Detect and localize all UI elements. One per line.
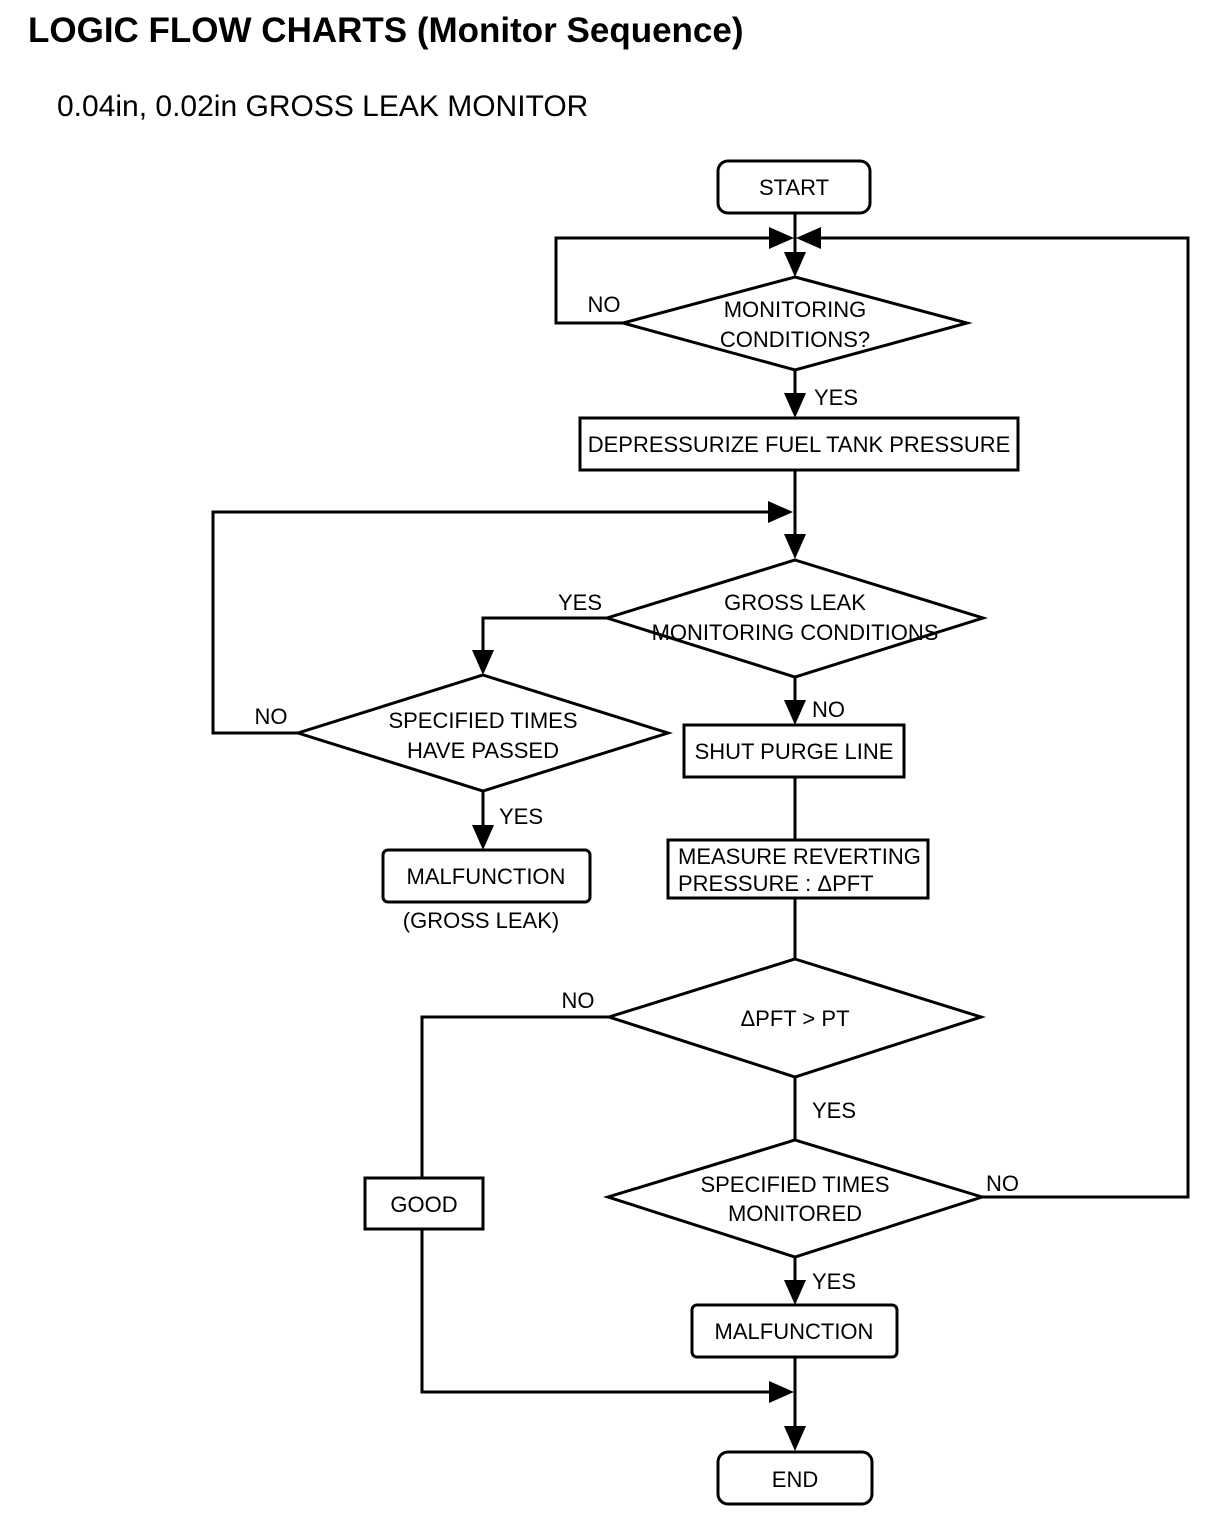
arrowhead-into-times-passed	[472, 650, 494, 675]
arrowhead-into-end	[784, 1426, 806, 1451]
node-dpft-gt-pt	[604, 957, 986, 1079]
node-gross-leak-conditions	[601, 558, 989, 679]
gross-leak-yes-label: YES	[558, 590, 602, 615]
edge-times-passed-no-loop	[211, 510, 770, 735]
edge-monitored-no-return	[819, 236, 1190, 1199]
node-end	[716, 1450, 874, 1506]
monitoring-no-label: NO	[588, 292, 621, 317]
page-title: LOGIC FLOW CHARTS (Monitor Sequence)	[28, 11, 744, 50]
measure-reverting-line1: MEASURE REVERTING	[678, 844, 921, 869]
node-specified-times-passed	[292, 673, 674, 793]
node-shut-purge-line	[682, 723, 906, 779]
page-subtitle: 0.04in, 0.02in GROSS LEAK MONITOR	[57, 90, 588, 123]
end-label: END	[772, 1467, 818, 1492]
arrowhead-merge-right	[796, 227, 821, 249]
monitoring-yes-label: YES	[814, 385, 858, 410]
times-passed-yes-label: YES	[499, 804, 543, 829]
node-measure-reverting	[666, 838, 930, 900]
gross-leak-line2: MONITORING CONDITIONS	[652, 620, 939, 645]
monitoring-conditions-line2: CONDITIONS?	[720, 327, 870, 352]
monitored-yes-label: YES	[812, 1269, 856, 1294]
edge-dpft-no	[420, 1015, 609, 1178]
arrowhead-into-depressurize	[784, 393, 806, 418]
arrowhead-good-merge	[769, 1381, 794, 1403]
monitoring-conditions-line1: MONITORING	[724, 297, 867, 322]
edge-good-to-merge	[420, 1229, 771, 1394]
arrowhead-into-malfunction-grossleak	[472, 825, 494, 850]
gross-leak-line1: GROSS LEAK	[724, 590, 866, 615]
monitored-no-label: NO	[986, 1171, 1019, 1196]
dpft-yes-label: YES	[812, 1098, 856, 1123]
node-depressurize	[578, 416, 1020, 472]
node-good	[363, 1176, 485, 1231]
malfunction-label: MALFUNCTION	[715, 1319, 874, 1344]
edge-monitoring-no-loop	[554, 236, 771, 325]
times-passed-no-label: NO	[255, 704, 288, 729]
times-monitored-line1: SPECIFIED TIMES	[700, 1172, 889, 1197]
times-passed-line2: HAVE PASSED	[407, 738, 559, 763]
good-label: GOOD	[390, 1192, 457, 1217]
edge-grossleak-yes	[481, 616, 607, 652]
shut-purge-line-label: SHUT PURGE LINE	[695, 739, 894, 764]
dpft-gt-pt-label: ΔPFT > PT	[740, 1006, 849, 1031]
arrowhead-into-shut-purge	[784, 700, 806, 725]
malfunction-gross-leak-label: MALFUNCTION	[407, 864, 566, 889]
arrowhead-into-monitoring	[784, 252, 806, 277]
start-label: START	[759, 175, 829, 200]
node-specified-times-monitored	[602, 1138, 988, 1259]
times-monitored-line2: MONITORED	[728, 1201, 862, 1226]
times-passed-line1: SPECIFIED TIMES	[388, 708, 577, 733]
node-start	[716, 159, 872, 215]
arrowhead-merge-left	[769, 227, 794, 249]
measure-reverting-line2: PRESSURE : ΔPFT	[678, 871, 874, 896]
arrowhead-loop2-merge	[768, 501, 793, 523]
arrowhead-into-malfunction	[784, 1280, 806, 1305]
depressurize-label: DEPRESSURIZE FUEL TANK PRESSURE	[588, 432, 1011, 457]
dpft-no-label: NO	[562, 988, 595, 1013]
malfunction-gross-leak-caption: (GROSS LEAK)	[403, 908, 559, 933]
node-malfunction-gross-leak	[381, 848, 592, 904]
node-malfunction	[690, 1303, 899, 1359]
gross-leak-no-label: NO	[812, 697, 845, 722]
arrowhead-into-grossleak	[784, 534, 806, 559]
node-monitoring-conditions	[617, 275, 973, 372]
